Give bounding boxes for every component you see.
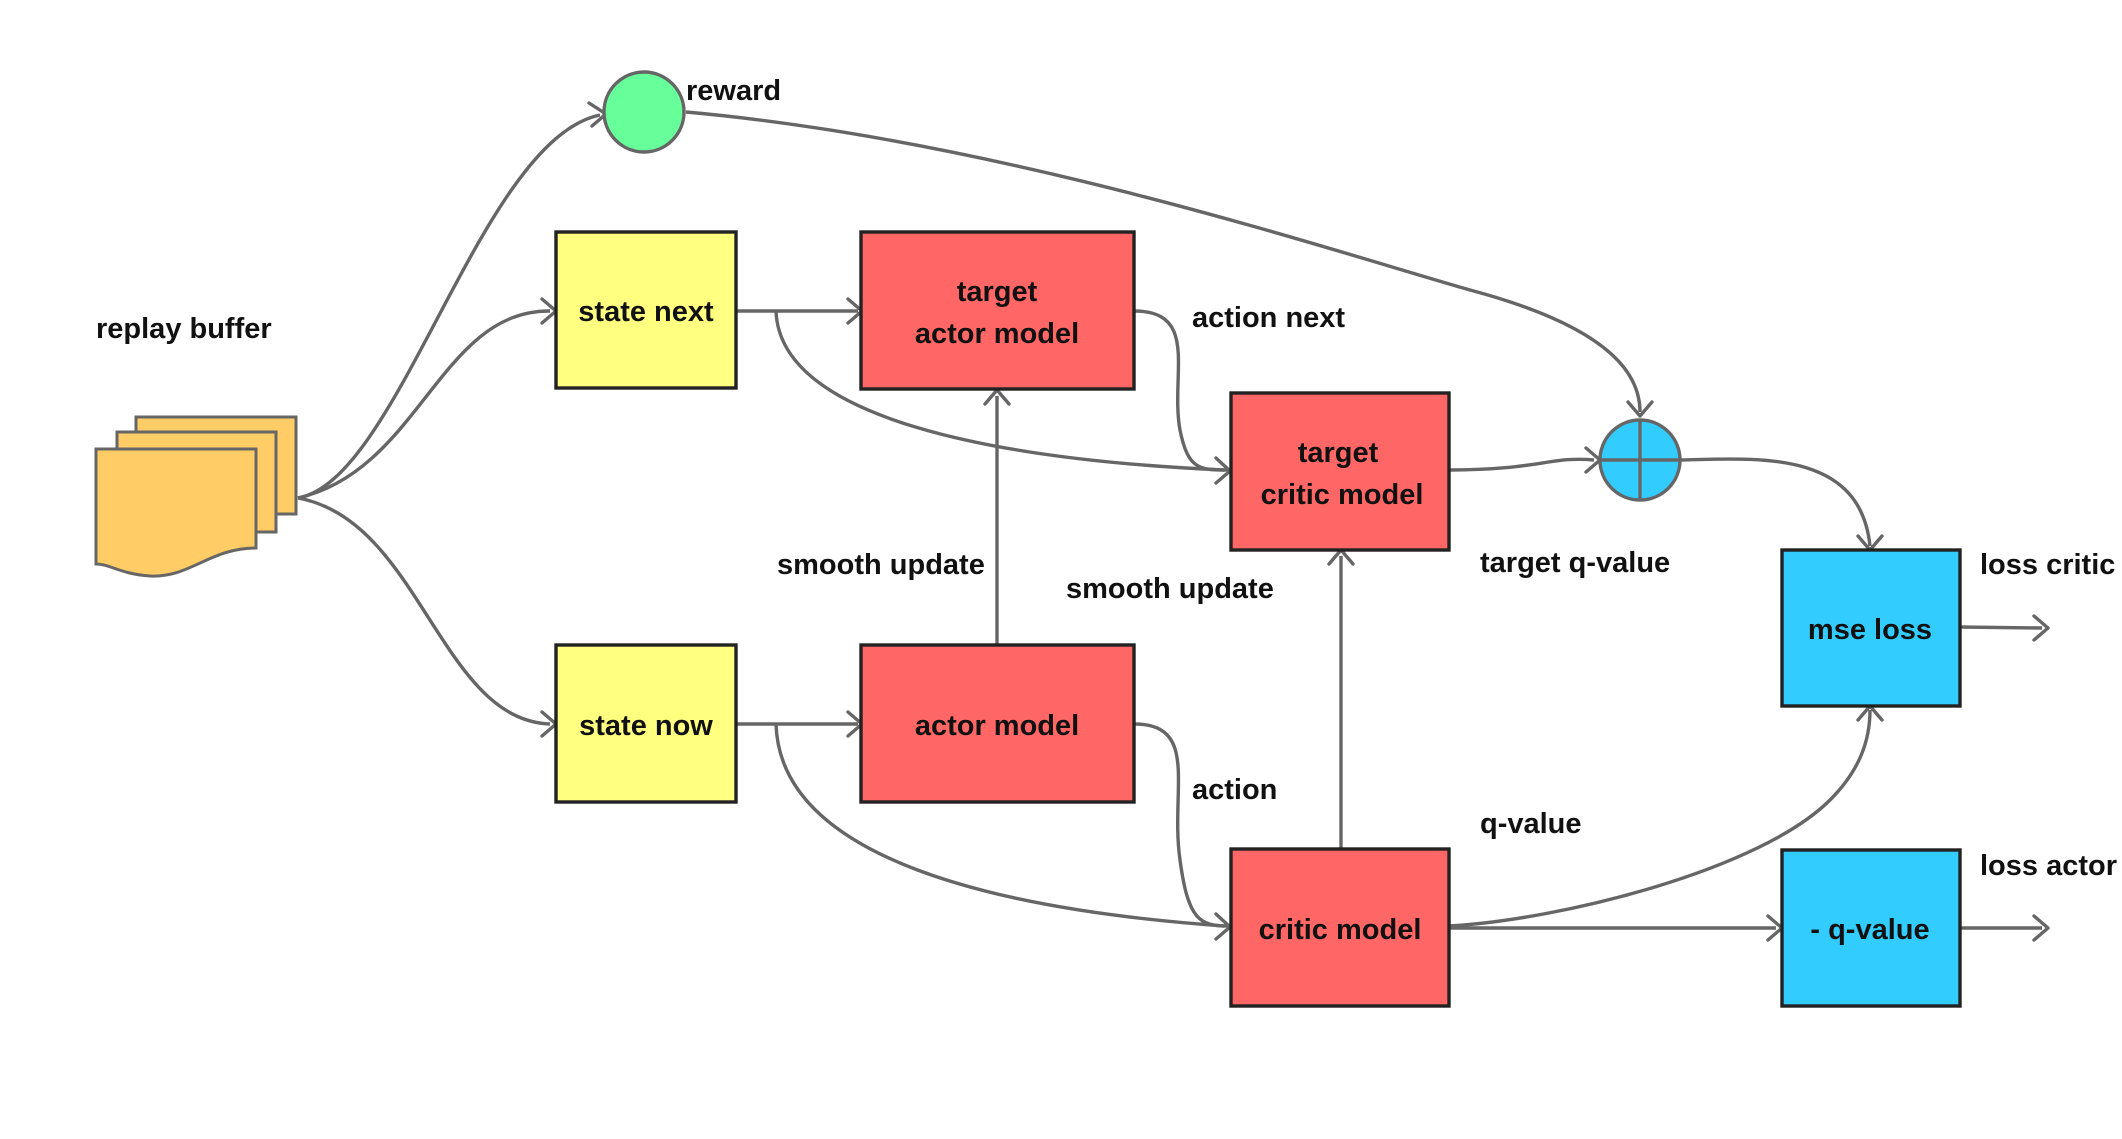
- edge-buffer-to-state-now: [297, 496, 551, 726]
- critic-model-label: critic model: [1259, 914, 1422, 946]
- target-actor-label-line1: target: [957, 276, 1038, 308]
- smooth-update-critic-label: smooth update: [1066, 573, 1274, 605]
- target-critic-label-line1: target: [1298, 437, 1379, 469]
- edge-reward-to-sum: [685, 110, 1642, 413]
- loss-actor-label: loss actor: [1980, 850, 2117, 882]
- arrowhead-loss-critic: [2032, 614, 2050, 642]
- actor-model-label: actor model: [915, 710, 1079, 742]
- edge-state-next-to-target-critic: [774, 310, 1225, 472]
- arrowhead-loss-actor: [2032, 914, 2050, 942]
- state-next-node: [554, 230, 738, 390]
- replay-buffer-icon: [94, 415, 298, 578]
- mse-loss-label: mse loss: [1808, 614, 1932, 646]
- target-actor-label-line2: actor model: [915, 318, 1079, 350]
- edge-target-critic-to-sum: [1448, 457, 1595, 472]
- target-q-value-label: target q-value: [1480, 547, 1670, 579]
- edge-target-actor-to-target-critic: [1133, 309, 1229, 472]
- neg-q-value-label: - q-value: [1810, 914, 1929, 946]
- target-critic-node: [1229, 391, 1451, 552]
- neg-q-value-node: [1780, 848, 1962, 1008]
- replay-buffer-label: replay buffer: [96, 313, 272, 345]
- arrowhead-sum-reward: [1626, 400, 1654, 418]
- critic-model-node: [1229, 847, 1451, 1008]
- reward-label: reward: [686, 75, 781, 107]
- edge-critic-to-mse: [1448, 709, 1872, 928]
- edge-state-now-to-critic: [774, 723, 1225, 928]
- state-now-node: [554, 643, 738, 804]
- target-actor-node: [859, 230, 1136, 391]
- loss-critic-label: loss critic: [1980, 549, 2115, 581]
- actor-model-node: [859, 643, 1136, 804]
- q-value-label: q-value: [1480, 808, 1582, 840]
- smooth-update-actor-label: smooth update: [777, 549, 985, 581]
- sum-operator-icon: [1598, 418, 1682, 502]
- edge-actor-to-critic: [1133, 722, 1229, 928]
- action-next-label: action next: [1192, 302, 1345, 334]
- state-now-label: state now: [579, 710, 713, 742]
- reward-node: [602, 70, 686, 154]
- edge-mse-output: [1958, 625, 2043, 630]
- state-next-label: state next: [578, 296, 714, 328]
- edge-buffer-to-state-next: [297, 309, 551, 500]
- buffer-doc-front: [94, 447, 258, 578]
- edges: [297, 101, 2050, 942]
- target-critic-label-line2: critic model: [1261, 479, 1424, 511]
- action-label: action: [1192, 774, 1277, 806]
- edge-sum-to-mse: [1679, 457, 1872, 547]
- edge-buffer-to-reward: [297, 113, 601, 500]
- mse-loss-node: [1780, 548, 1962, 708]
